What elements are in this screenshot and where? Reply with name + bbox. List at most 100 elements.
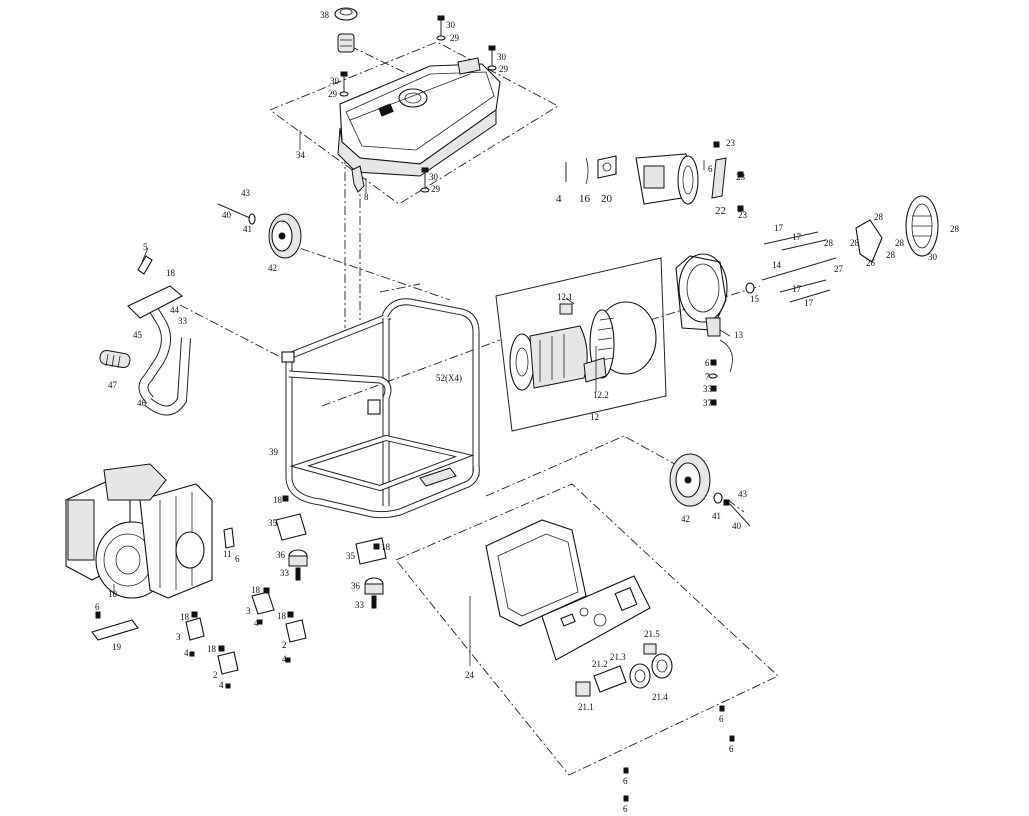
callout-28: 28 xyxy=(874,212,884,222)
callout-35: 35 xyxy=(346,551,356,561)
callout-3: 3 xyxy=(176,632,181,642)
frame xyxy=(281,298,480,519)
callout-6: 6 xyxy=(235,554,240,564)
callout-23: 23 xyxy=(726,138,736,148)
callout-30: 30 xyxy=(446,20,456,30)
callout-29: 29 xyxy=(499,64,509,74)
callout-34: 34 xyxy=(296,150,306,160)
callout-40: 40 xyxy=(222,210,232,220)
callout-36: 36 xyxy=(351,581,361,591)
callout-14: 14 xyxy=(772,260,782,270)
callout-22: 22 xyxy=(715,205,726,217)
engine-mounts xyxy=(91,495,387,689)
callout-12: 12 xyxy=(590,412,599,422)
callout-29: 29 xyxy=(431,184,441,194)
callout-28: 28 xyxy=(850,238,860,248)
callout-20: 20 xyxy=(601,193,613,205)
callout-33: 33 xyxy=(280,568,290,578)
callout-30: 30 xyxy=(429,172,439,182)
callout-30: 30 xyxy=(497,52,507,62)
callout-6: 6 xyxy=(705,358,710,368)
callout-30: 30 xyxy=(928,252,938,262)
callout-6: 6 xyxy=(708,164,713,174)
fuel-tank xyxy=(337,57,501,177)
callout-6: 6 xyxy=(623,804,628,814)
callout-16: 16 xyxy=(579,193,591,205)
callout-18: 18 xyxy=(273,495,283,505)
callout-6: 6 xyxy=(623,776,628,786)
alternator-assembly-box xyxy=(495,257,667,432)
callout-labels: 38 30 29 30 29 30 29 34 30 29 8 4 16 20 … xyxy=(95,10,960,814)
callout-19: 19 xyxy=(112,642,122,652)
small-parts-top xyxy=(565,141,744,212)
engine xyxy=(65,463,213,599)
wheel-lower xyxy=(669,453,751,527)
callout-46: 46 xyxy=(137,398,147,408)
brush-holder xyxy=(559,303,607,383)
callout-35: 35 xyxy=(268,518,278,528)
callout-47: 47 xyxy=(108,380,118,390)
callout-28: 28 xyxy=(824,238,834,248)
callout-17: 17 xyxy=(804,298,814,308)
callout-4: 4 xyxy=(219,680,224,690)
callout-13: 13 xyxy=(734,330,744,340)
callout-6: 6 xyxy=(729,744,734,754)
end-cover xyxy=(905,195,939,257)
callout-28: 28 xyxy=(886,250,896,260)
callout-10: 10 xyxy=(108,589,118,599)
bolt-stack xyxy=(708,359,718,406)
callout-21-5: 21.5 xyxy=(644,629,660,639)
callout-6: 6 xyxy=(719,714,724,724)
callout-26: 26 xyxy=(866,258,876,268)
callout-15: 15 xyxy=(750,294,760,304)
callout-18: 18 xyxy=(381,542,391,552)
callout-42: 42 xyxy=(268,263,277,273)
callout-37: 37 xyxy=(703,398,713,408)
callout-40: 40 xyxy=(732,521,742,531)
callout-28: 28 xyxy=(895,238,905,248)
callout-45: 45 xyxy=(133,330,143,340)
callout-23: 23 xyxy=(738,210,748,220)
callout-39: 39 xyxy=(269,447,279,457)
callout-6: 6 xyxy=(95,602,100,612)
callout-38: 38 xyxy=(320,10,330,20)
fuel-cap xyxy=(334,7,358,53)
control-panel xyxy=(485,519,735,802)
callout-41: 41 xyxy=(243,224,252,234)
callout-12-1: 12.1 xyxy=(557,292,573,302)
callout-12-2: 12.2 xyxy=(593,390,609,400)
callout-18: 18 xyxy=(207,644,217,654)
callout-29: 29 xyxy=(450,33,460,43)
end-cover-housing xyxy=(635,153,699,205)
callout-2: 2 xyxy=(213,670,218,680)
callout-2: 2 xyxy=(282,640,287,650)
callout-4: 4 xyxy=(282,654,287,664)
callout-7: 7 xyxy=(705,372,710,382)
callout-18: 18 xyxy=(166,268,176,278)
callout-18: 18 xyxy=(277,611,287,621)
callout-44: 44 xyxy=(170,305,180,315)
callout-17: 17 xyxy=(774,223,784,233)
callout-4: 4 xyxy=(184,648,189,658)
callout-41: 41 xyxy=(712,511,721,521)
callout-21-1: 21.1 xyxy=(578,702,594,712)
rotor xyxy=(509,325,588,391)
callout-27: 27 xyxy=(834,264,844,274)
callout-42: 42 xyxy=(681,514,690,524)
rear-housing xyxy=(675,253,733,373)
callout-33: 33 xyxy=(355,600,365,610)
callout-43: 43 xyxy=(241,188,251,198)
callout-33: 33 xyxy=(178,316,188,326)
through-bolts xyxy=(745,219,883,303)
callout-21-4: 21.4 xyxy=(652,692,668,702)
tank-bolts xyxy=(339,15,497,193)
callout-5: 5 xyxy=(143,242,148,252)
callout-33: 33 xyxy=(703,384,713,394)
callout-29: 29 xyxy=(328,89,338,99)
callout-30: 30 xyxy=(330,76,340,86)
callout-43: 43 xyxy=(738,489,748,499)
wheel-upper xyxy=(217,203,302,259)
callout-18: 18 xyxy=(180,612,190,622)
callout-17: 17 xyxy=(792,232,802,242)
